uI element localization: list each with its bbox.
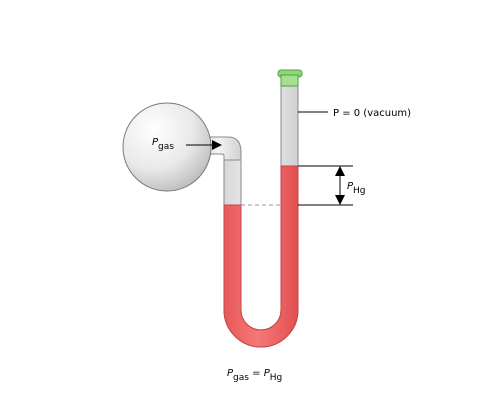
gas-bulb (122, 102, 212, 192)
vacuum-label: P = 0 (vacuum) (333, 108, 411, 119)
equation-label: Pgas = PHg (227, 368, 282, 383)
phg-label: PHg (347, 181, 366, 196)
arrow-up-head (335, 166, 345, 176)
mercury-left-column (223, 165, 299, 348)
sealed-cap (280, 74, 299, 87)
pgas-label: Pgas (152, 137, 174, 152)
pgas-arrow-head (212, 140, 222, 150)
arrow-down-head (335, 195, 345, 205)
